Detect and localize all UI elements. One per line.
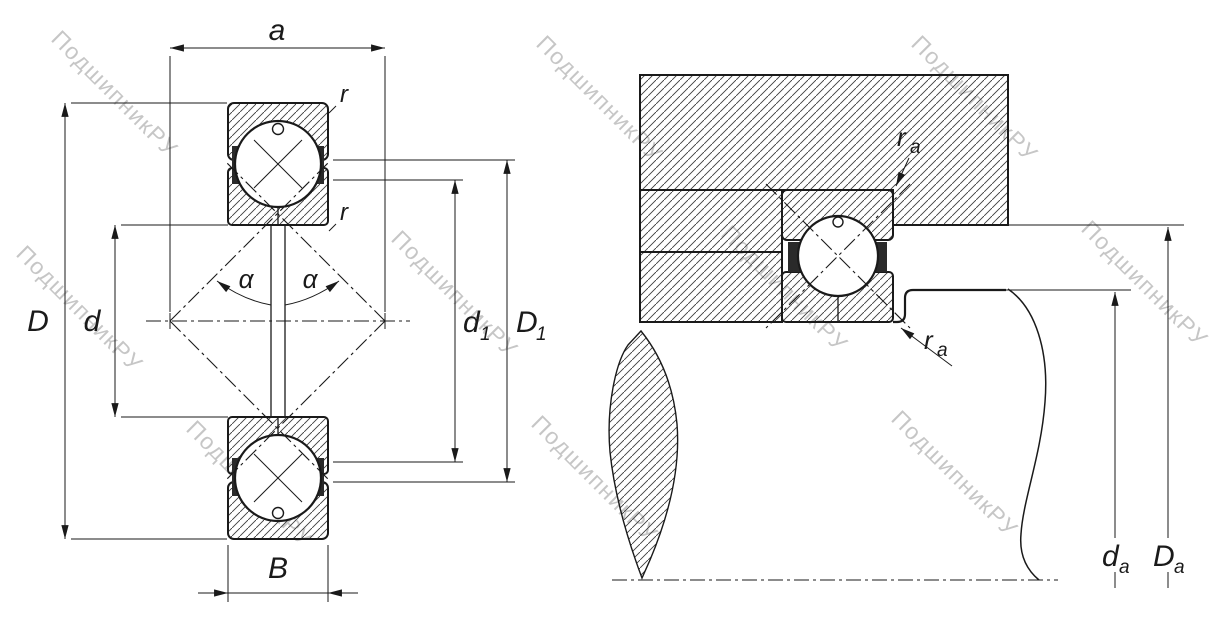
ball-top-cross-line [253, 139, 303, 189]
bearing-mounting-view: r a r a d a D a [608, 74, 1185, 588]
watermark-text: ПодшипникРУ [46, 25, 183, 162]
dim-label-Da: D [1153, 540, 1175, 573]
contact-line [765, 183, 911, 329]
dim-label-ra-top: r [897, 122, 907, 152]
shaft-spacer-sleeve [639, 251, 783, 323]
shaft-shoulder-step [893, 288, 1006, 324]
contact-line [224, 160, 386, 322]
contact-line [169, 160, 331, 322]
dim-label-D1-sub: 1 [536, 324, 547, 345]
lubrication-hole-bottom [271, 506, 285, 520]
dim-label-d1-sub: 1 [480, 324, 491, 345]
alpha-label-left: α [239, 264, 255, 294]
dim-label-da: d [1102, 540, 1120, 573]
bearing-cross-section-view: α α a D d d 1 D 1 r r [27, 14, 547, 602]
dim-label-B: B [268, 552, 288, 585]
dim-label-ra-bottom-sub: a [937, 340, 948, 361]
dim-label-Da-sub: a [1174, 557, 1185, 578]
shoulder-contact-left [788, 242, 800, 272]
dim-label-da-sub: a [1119, 557, 1130, 578]
dim-label-ra-bottom: r [924, 325, 934, 355]
dim-label-D1: D [516, 306, 538, 339]
alpha-angle-arc-left [216, 280, 272, 306]
lubrication-hole [832, 216, 844, 228]
dim-label-d: d [84, 305, 102, 338]
shaft-broken-section [608, 329, 679, 580]
dim-label-a: a [269, 14, 286, 47]
watermark-text: ПодшипникРУ [886, 405, 1023, 542]
alpha-angle-arc-right [284, 280, 340, 306]
leader-line-r-inner [328, 223, 337, 232]
dim-label-ra-top-sub: a [910, 137, 921, 158]
dim-label-r-inner: r [340, 199, 349, 226]
shaft-break-line-right [1007, 288, 1047, 581]
contact-line [169, 320, 331, 482]
alpha-label-right: α [303, 264, 319, 294]
leader-line-r-outer [328, 105, 337, 114]
ball-bottom-cross-line [253, 453, 303, 503]
lubrication-hole-top [271, 122, 285, 136]
contact-line [765, 183, 911, 329]
dim-label-r-outer: r [340, 81, 349, 108]
contact-line [224, 320, 386, 482]
dim-label-D: D [27, 305, 49, 338]
dim-label-d1: d [463, 306, 481, 339]
watermark-text: ПодшипникРУ [1076, 215, 1213, 352]
leader-arrow-ra-top [895, 157, 910, 187]
leader-arrow-ra-bottom [900, 327, 953, 367]
housing-shoulder-left [639, 189, 783, 253]
